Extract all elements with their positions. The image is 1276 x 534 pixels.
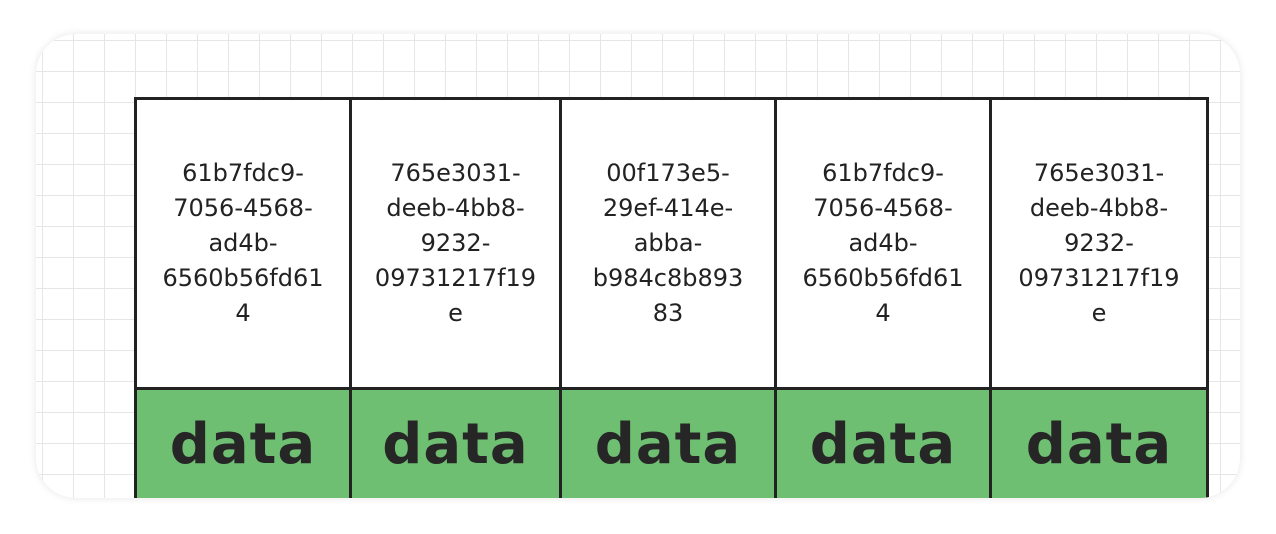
uuid-cell: 61b7fdc9- 7056-4568- ad4b- 6560b56fd61 4 <box>137 100 349 387</box>
data-cell: data <box>992 387 1206 498</box>
column-3: 00f173e5- 29ef-414e- abba- b984c8b893 83… <box>562 100 777 498</box>
uuid-cell: 00f173e5- 29ef-414e- abba- b984c8b893 83 <box>562 100 774 387</box>
grid-canvas: 61b7fdc9- 7056-4568- ad4b- 6560b56fd61 4… <box>36 34 1240 498</box>
column-4: 61b7fdc9- 7056-4568- ad4b- 6560b56fd61 4… <box>777 100 992 498</box>
uuid-cell: 765e3031- deeb-4bb8- 9232- 09731217f19 e <box>992 100 1206 387</box>
data-cell: data <box>562 387 774 498</box>
uuid-cell: 765e3031- deeb-4bb8- 9232- 09731217f19 e <box>352 100 559 387</box>
column-1: 61b7fdc9- 7056-4568- ad4b- 6560b56fd61 4… <box>137 100 352 498</box>
uuid-cell: 61b7fdc9- 7056-4568- ad4b- 6560b56fd61 4 <box>777 100 989 387</box>
data-cell: data <box>137 387 349 498</box>
column-5: 765e3031- deeb-4bb8- 9232- 09731217f19 e… <box>992 100 1206 498</box>
data-cell: data <box>352 387 559 498</box>
uuid-data-table: 61b7fdc9- 7056-4568- ad4b- 6560b56fd61 4… <box>134 97 1209 498</box>
data-cell: data <box>777 387 989 498</box>
column-2: 765e3031- deeb-4bb8- 9232- 09731217f19 e… <box>352 100 562 498</box>
